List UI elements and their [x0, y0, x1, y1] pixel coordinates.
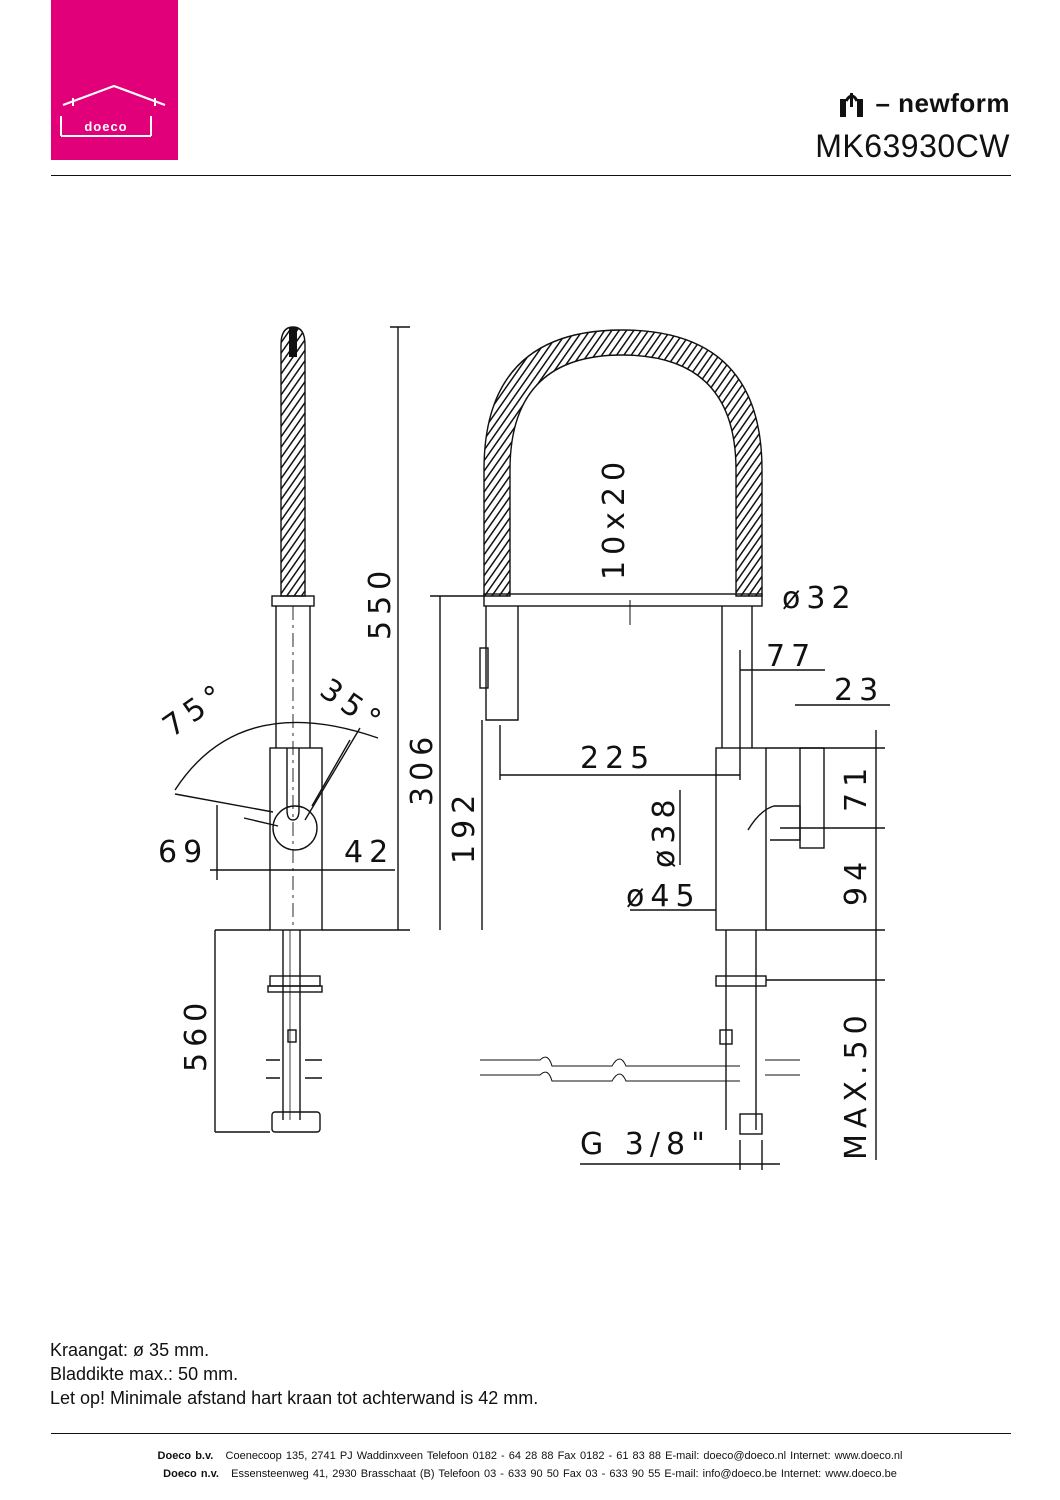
dim-offset-left: 69: [158, 835, 208, 870]
note-wall-distance: Let op! Minimale afstand hart kraan tot …: [50, 1388, 539, 1408]
installation-notes: Kraangat: ø 35 mm. Bladdikte max.: 50 mm…: [50, 1338, 538, 1410]
brand-name: – newform: [837, 88, 1010, 119]
dim-height-192: 192: [447, 789, 482, 864]
footer-divider: [51, 1433, 1011, 1434]
doeco-logo: doeco: [51, 0, 178, 160]
dim-dia-32: ø32: [782, 581, 857, 616]
dim-max-50: MAX.50: [839, 1009, 874, 1160]
footer-line-be: Doeco n.v. Essensteenweg 41, 2930 Brassc…: [0, 1465, 1060, 1483]
footer-address-be: Essensteenweg 41, 2930 Brasschaat (B) Te…: [231, 1468, 897, 1480]
house-logo-icon: doeco: [60, 84, 166, 137]
faucet-technical-drawing: 550 75° 35° 69 42 306 192 10x20 ø32 77 2…: [157, 326, 890, 1170]
dim-spout-77: 77: [766, 639, 816, 674]
footer-line-nl: Doeco b.v. Coenecoop 135, 2741 PJ Waddin…: [0, 1447, 1060, 1465]
note-counter-thickness: Bladdikte max.: 50 mm.: [50, 1364, 239, 1384]
footer-address-nl: Coenecoop 135, 2741 PJ Waddinxveen Telef…: [225, 1450, 903, 1462]
svg-text:doeco: doeco: [84, 119, 127, 134]
dim-spout-23: 23: [834, 673, 884, 708]
brand-text: – newform: [875, 88, 1010, 118]
dim-height-total: 550: [363, 565, 398, 640]
dim-dia-45: ø45: [626, 879, 701, 914]
dim-height-306: 306: [405, 731, 440, 806]
newform-mark-icon: [840, 92, 864, 117]
footer-company-nl: Doeco b.v.: [157, 1450, 214, 1462]
footer-company-be: Doeco n.v.: [163, 1468, 219, 1480]
dim-offset-right: 42: [344, 835, 394, 870]
front-view: [430, 329, 890, 1170]
dim-thread: G 3/8": [580, 1127, 711, 1162]
dim-reach-225: 225: [580, 741, 655, 776]
dim-hose: 10x20: [597, 456, 632, 580]
header-divider: [51, 175, 1011, 176]
dim-angle-left: 75°: [157, 675, 235, 745]
dim-height-71: 71: [839, 762, 874, 812]
model-number: MK63930CW: [815, 128, 1010, 164]
note-tap-hole: Kraangat: ø 35 mm.: [50, 1340, 210, 1360]
dim-shank-560: 560: [179, 997, 214, 1072]
dim-dia-38: ø38: [647, 793, 682, 868]
side-view: [174, 326, 410, 1133]
company-footer: Doeco b.v. Coenecoop 135, 2741 PJ Waddin…: [0, 1447, 1060, 1483]
dim-height-94: 94: [839, 856, 874, 906]
